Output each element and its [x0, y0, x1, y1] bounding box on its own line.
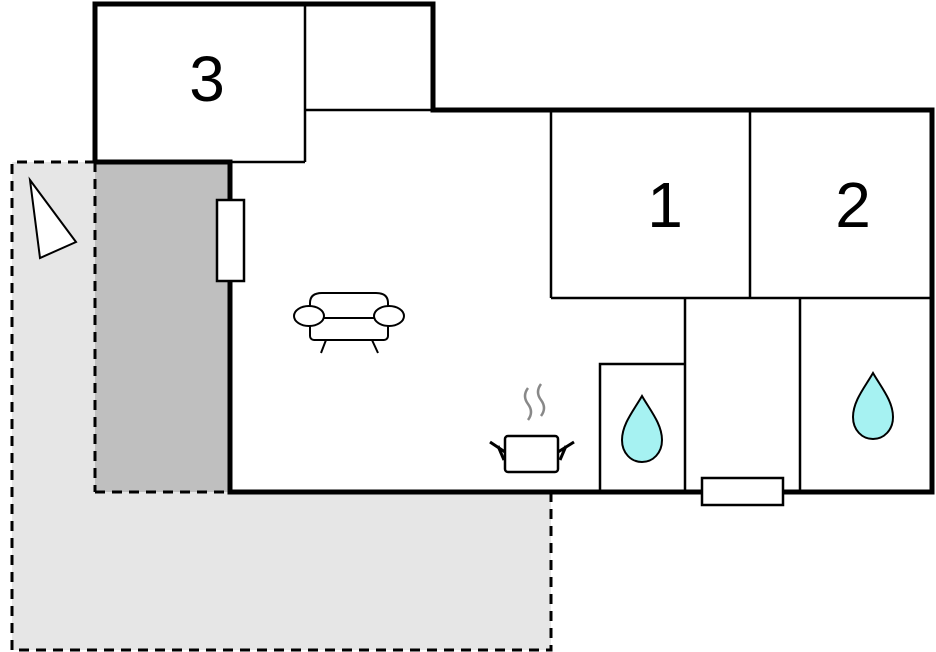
sofa-icon: [293, 292, 405, 354]
interior-walls: [230, 4, 932, 492]
room-3-fill: [95, 4, 433, 162]
wall-bath1: [598, 362, 685, 492]
room-2-label: 2: [835, 169, 871, 241]
water-drop-icon-2: [851, 370, 895, 441]
water-drop-icon: [620, 393, 664, 464]
terrace-outdoor: [10, 160, 553, 652]
window-left-wall: [215, 198, 246, 283]
terrace-covered-area: [95, 162, 230, 492]
terrace-dashed-border: [10, 160, 553, 652]
room-3-label: 3: [189, 43, 225, 115]
cooking-pot-icon: [489, 383, 575, 474]
terrace-light-area: [12, 162, 551, 650]
north-arrow-icon: [28, 176, 78, 260]
room-1-label: 1: [647, 169, 683, 241]
window-bottom-wall: [700, 476, 785, 507]
terrace-covered: [93, 162, 230, 494]
house-interior: [230, 110, 932, 492]
